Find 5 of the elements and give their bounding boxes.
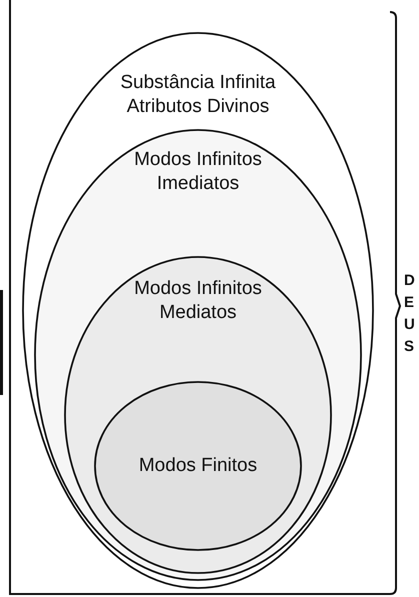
ellipse-label: Modos Infinitos Imediatos bbox=[133, 148, 263, 196]
ellipse-label: Modos Finitos bbox=[138, 454, 258, 478]
vertical-label: DEUS bbox=[404, 271, 416, 357]
ellipse-label: Substância Infinita Atributos Divinos bbox=[119, 71, 277, 119]
ellipse-label: Modos Infinitos Mediatos bbox=[133, 277, 263, 325]
